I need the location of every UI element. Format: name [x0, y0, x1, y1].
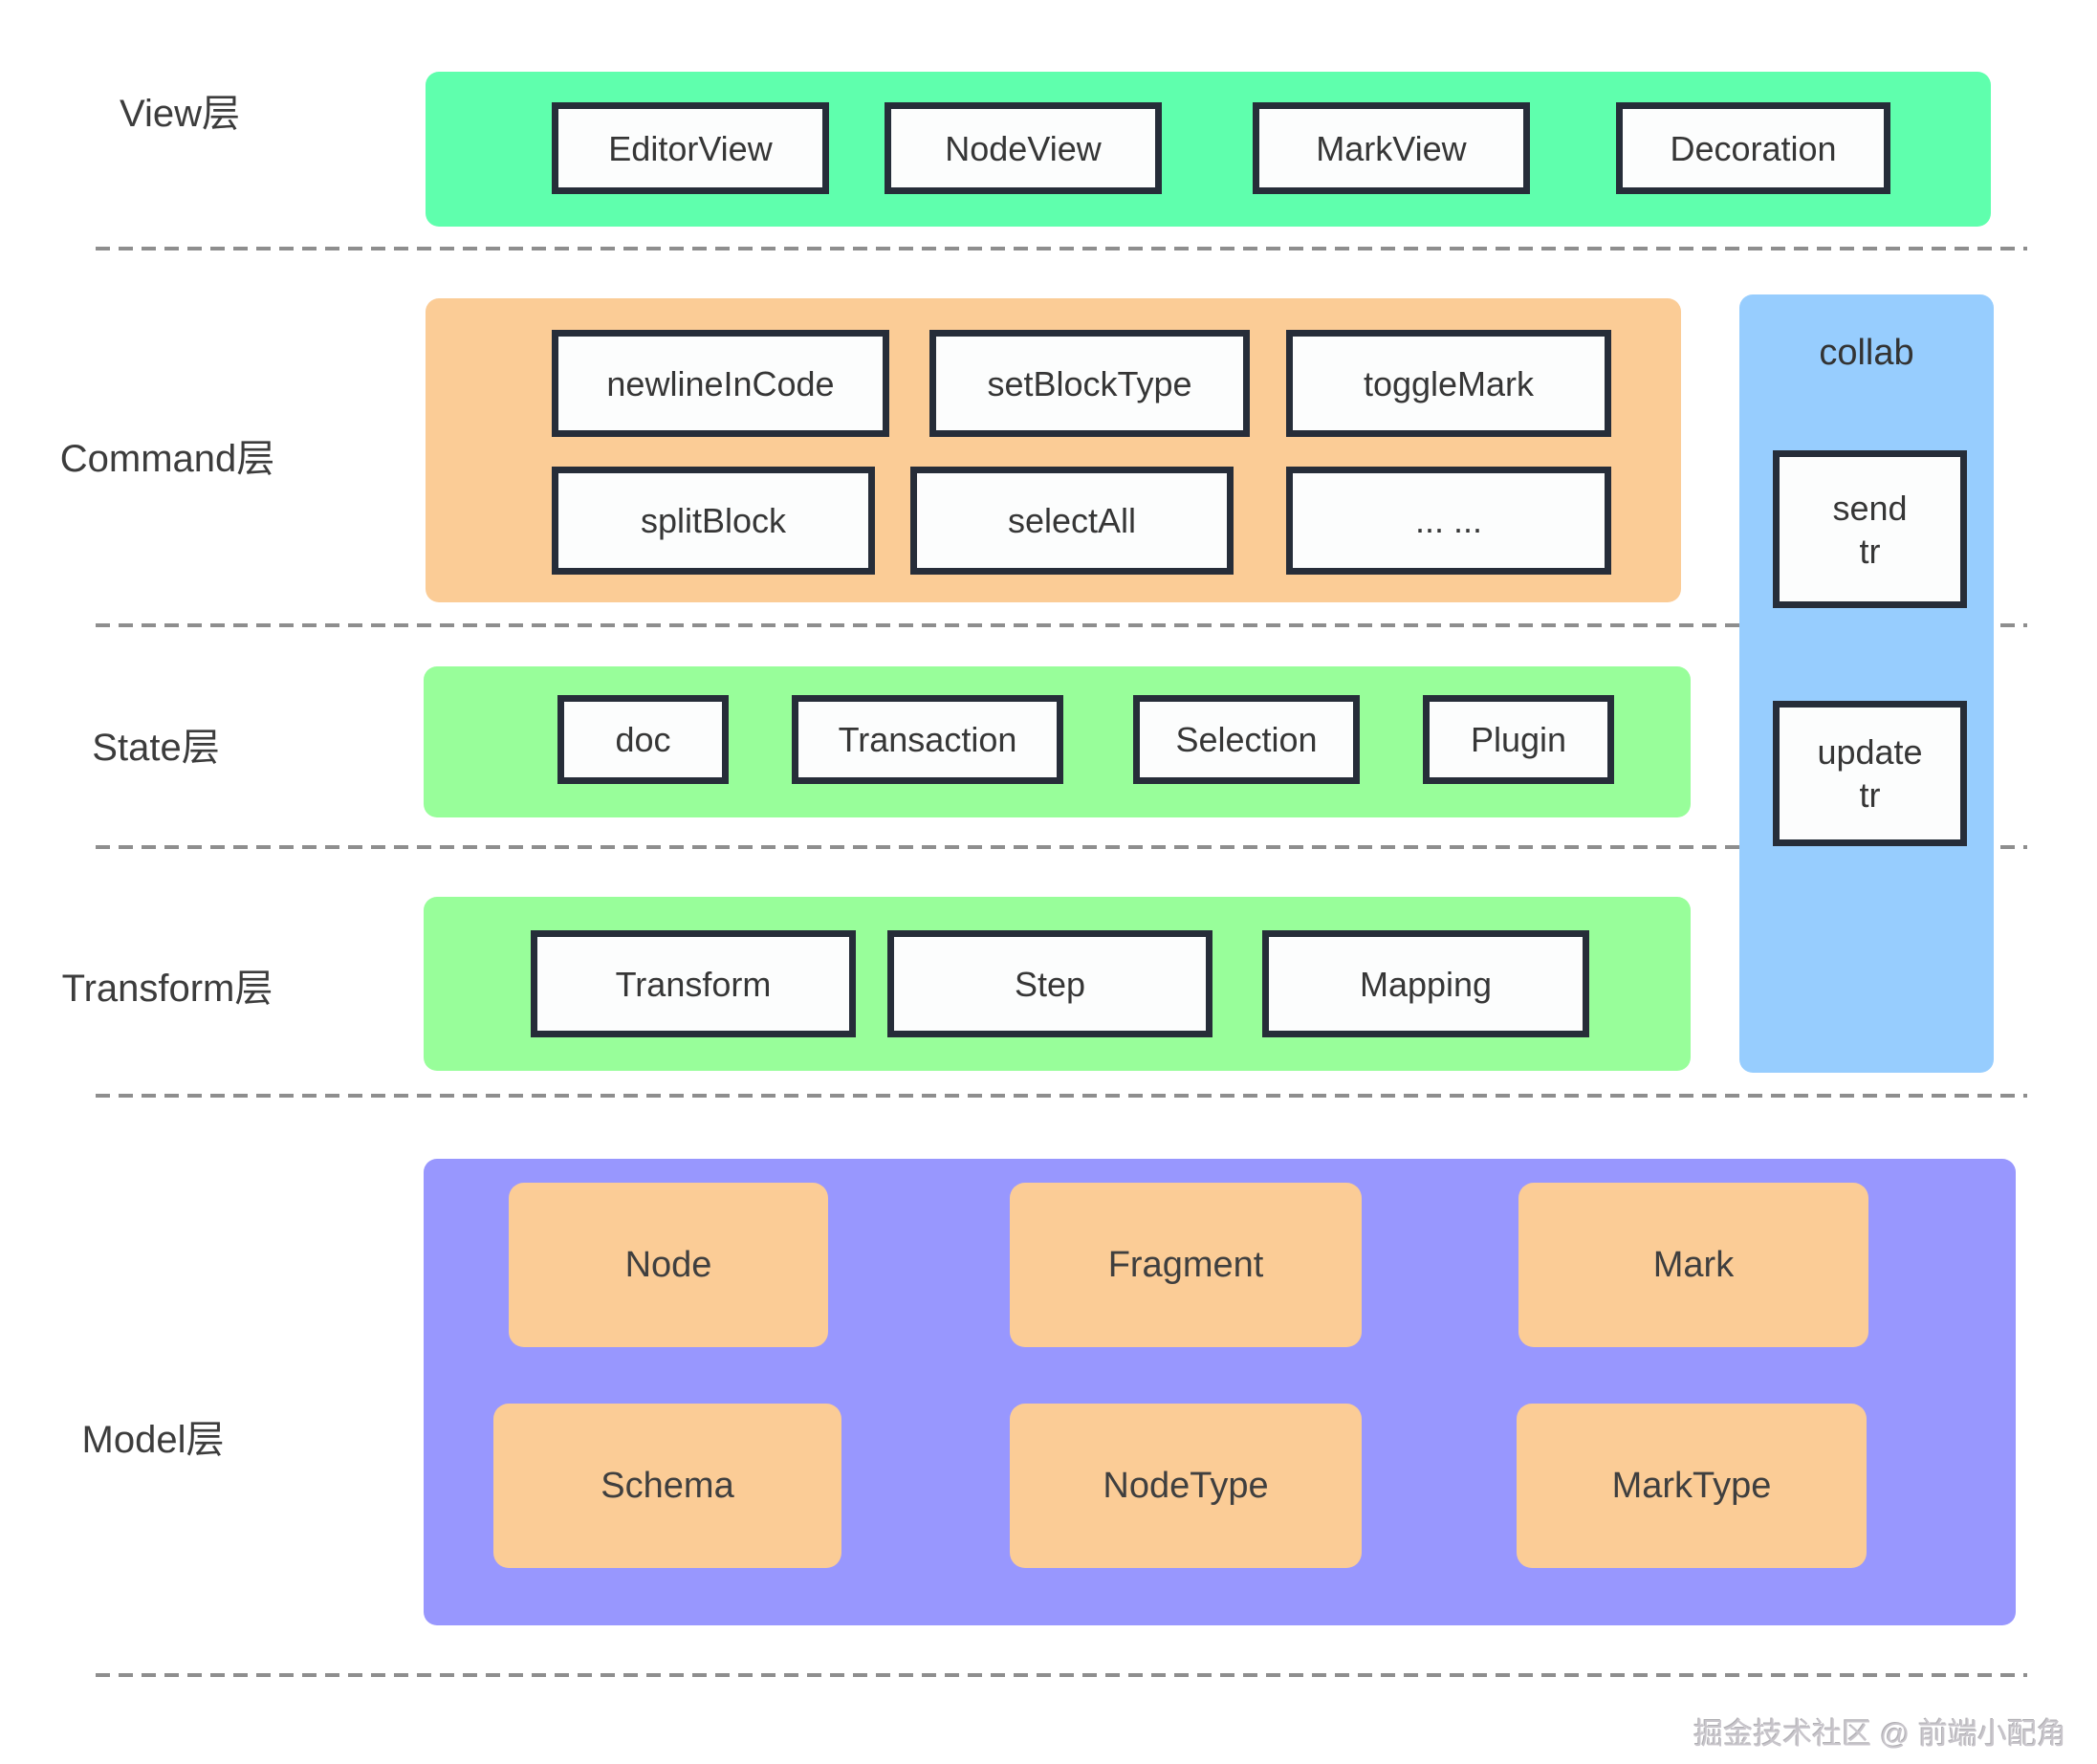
- box-newlineincode: newlineInCode: [552, 330, 889, 437]
- layer-label-state: State层: [92, 727, 220, 769]
- layer-label-command: Command层: [59, 438, 275, 480]
- box-mapping: Mapping: [1262, 930, 1589, 1037]
- box-plugin: Plugin: [1423, 695, 1614, 784]
- box-fragment: Fragment: [1010, 1183, 1362, 1347]
- box-update-tr-label: update tr: [1817, 732, 1923, 815]
- dashed-separator-5: [96, 1673, 2027, 1677]
- dashed-separator-2: [96, 623, 2027, 627]
- box-mark: Mark: [1518, 1183, 1868, 1347]
- box-togglemark: toggleMark: [1286, 330, 1611, 437]
- box-markview-label: MarkView: [1316, 128, 1467, 168]
- box-nodetype-label: NodeType: [1103, 1465, 1269, 1506]
- box-setblocktype-label: setBlockType: [987, 363, 1192, 403]
- box-fragment-label: Fragment: [1107, 1244, 1264, 1285]
- box-marktype-label: MarkType: [1611, 1465, 1772, 1506]
- box-mapping-label: Mapping: [1359, 964, 1493, 1004]
- layer-label-view: View层: [120, 93, 240, 135]
- box-newlineincode-label: newlineInCode: [606, 363, 835, 403]
- box-send-tr-label: send tr: [1832, 488, 1908, 571]
- box-update-tr: update tr: [1773, 701, 1967, 846]
- box-step: Step: [887, 930, 1212, 1037]
- box-doc-label: doc: [615, 720, 671, 759]
- collab-band: [1739, 294, 1994, 1073]
- box-setblocktype: setBlockType: [929, 330, 1250, 437]
- box-splitblock-label: splitBlock: [640, 501, 787, 540]
- box-decoration-label: Decoration: [1670, 128, 1837, 168]
- box-schema: Schema: [493, 1404, 841, 1568]
- box-decoration: Decoration: [1616, 102, 1890, 194]
- box-plugin-label: Plugin: [1470, 720, 1567, 759]
- box-togglemark-label: toggleMark: [1363, 363, 1535, 403]
- box-marktype: MarkType: [1517, 1404, 1867, 1568]
- box-markview: MarkView: [1253, 102, 1530, 194]
- box-transform: Transform: [531, 930, 856, 1037]
- box-nodetype: NodeType: [1010, 1404, 1362, 1568]
- box-selection-label: Selection: [1175, 720, 1318, 759]
- box-transaction: Transaction: [792, 695, 1063, 784]
- dashed-separator-4: [96, 1094, 2027, 1098]
- box-doc: doc: [557, 695, 729, 784]
- box-transaction-label: Transaction: [838, 720, 1017, 759]
- box-nodeview: NodeView: [885, 102, 1162, 194]
- box-transform-label: Transform: [615, 964, 772, 1004]
- box-splitblock: splitBlock: [552, 467, 875, 575]
- box-mark-label: Mark: [1652, 1244, 1735, 1285]
- box-step-label: Step: [1014, 964, 1086, 1004]
- box-node-label: Node: [624, 1244, 712, 1285]
- box-selection: Selection: [1133, 695, 1360, 784]
- watermark: 掘金技术社区 @ 前端小配角: [1693, 1717, 2066, 1751]
- box-schema-label: Schema: [601, 1465, 734, 1506]
- dashed-separator-1: [96, 247, 2027, 250]
- box-more-commands: ... ...: [1286, 467, 1611, 575]
- layer-label-transform: Transform层: [61, 968, 273, 1010]
- box-selectall: selectAll: [910, 467, 1234, 575]
- dashed-separator-3: [96, 845, 2027, 849]
- box-editorview-label: EditorView: [608, 128, 773, 168]
- box-more-commands-label: ... ...: [1414, 501, 1482, 540]
- collab-title: collab: [1819, 333, 1914, 373]
- box-node: Node: [509, 1183, 828, 1347]
- box-selectall-label: selectAll: [1007, 501, 1137, 540]
- layer-label-model: Model层: [81, 1419, 225, 1461]
- box-editorview: EditorView: [552, 102, 829, 194]
- box-send-tr: send tr: [1773, 450, 1967, 608]
- box-nodeview-label: NodeView: [945, 128, 1102, 168]
